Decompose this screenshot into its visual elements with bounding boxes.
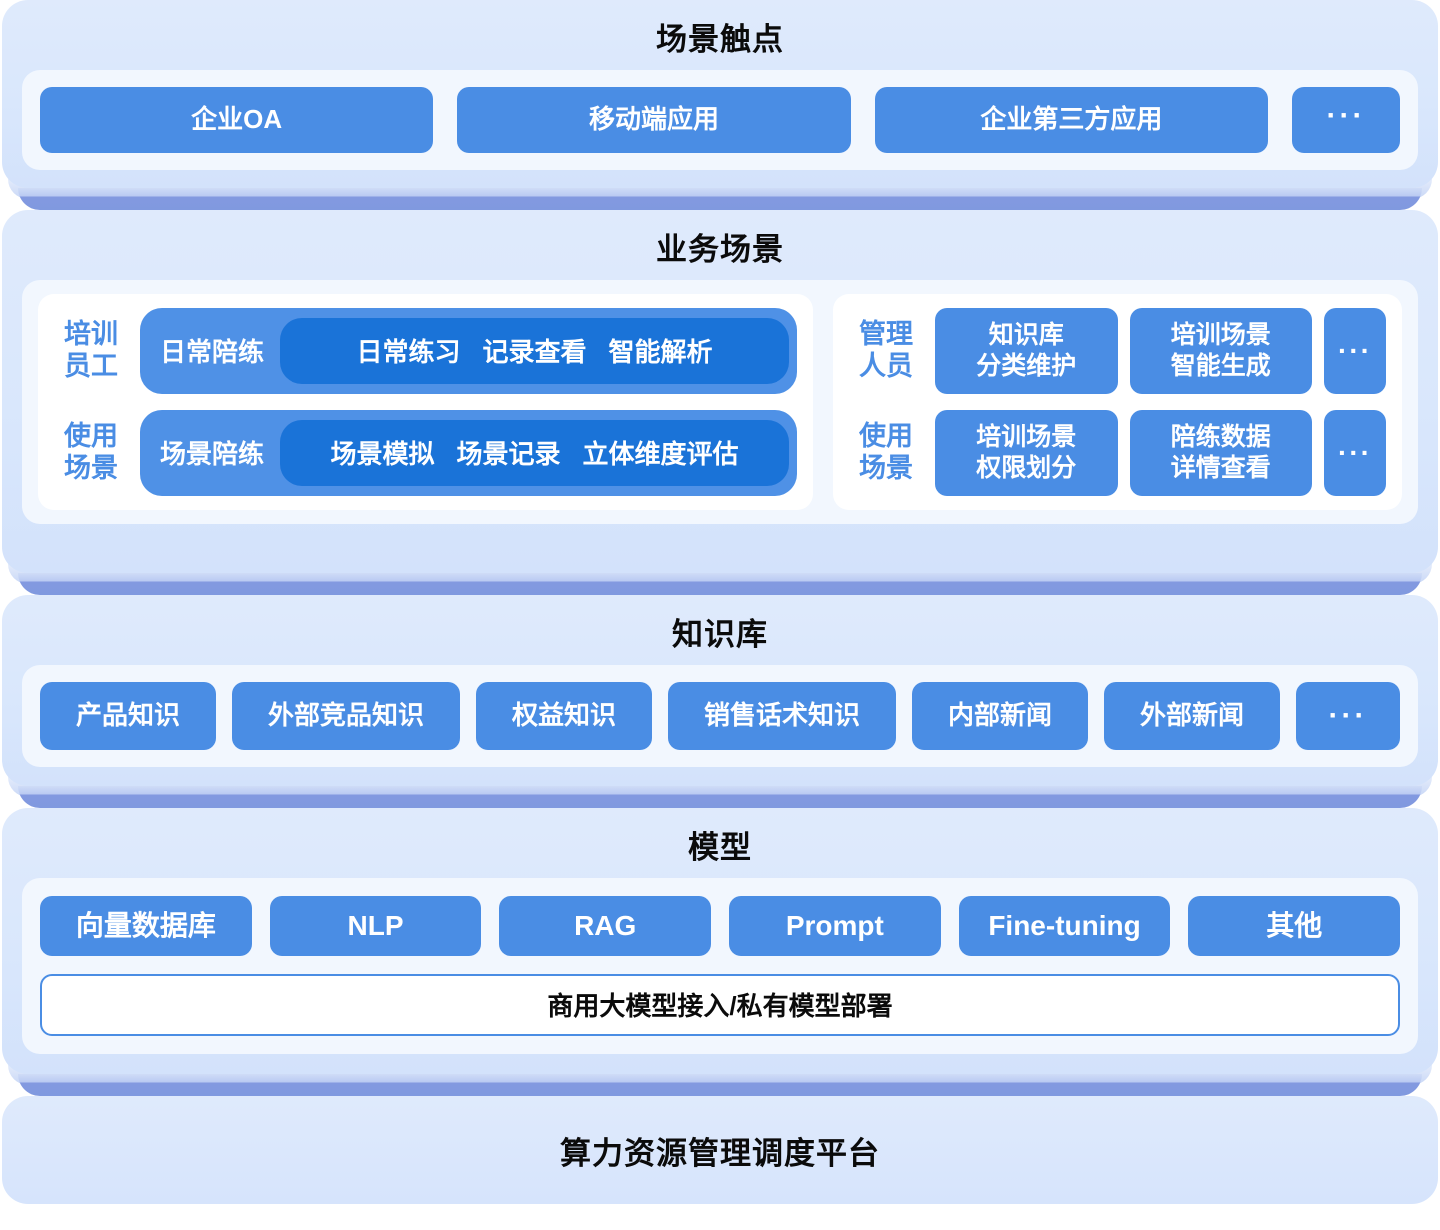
admin-item-more[interactable]: ··· xyxy=(1324,307,1386,394)
layer-slab-edge xyxy=(18,573,1422,595)
layer-slab-edge xyxy=(18,1074,1422,1096)
mini-pill-line2: 权限划分 xyxy=(976,453,1077,482)
layer-knowledge-base: 知识库 产品知识 外部竞品知识 权益知识 销售话术知识 内部新闻 外部新闻 ··… xyxy=(0,595,1440,808)
combo-tag-group: 场景模拟 场景记录 立体维度评估 xyxy=(280,419,789,486)
model-deployment-box[interactable]: 商用大模型接入/私有模型部署 xyxy=(40,973,1400,1036)
touchpoints-row: 企业OA 移动端应用 企业第三方应用 ··· xyxy=(40,86,1400,153)
business-left-card: 培训 员工 日常陪练 日常练习 记录查看 智能解析 xyxy=(38,293,813,510)
touchpoint-item-mobile-app[interactable]: 移动端应用 xyxy=(457,86,851,153)
admin-item-scenario-generation[interactable]: 培训场景 智能生成 xyxy=(1129,307,1312,394)
business-row-usage-scenario: 使用 场景 场景陪练 场景模拟 场景记录 立体维度评估 xyxy=(54,409,797,496)
touchpoints-panel: 场景触点 企业OA 移动端应用 企业第三方应用 ··· xyxy=(2,0,1438,188)
usage-item-coaching-data-detail[interactable]: 陪练数据 详情查看 xyxy=(1129,409,1312,496)
business-row-usage-scenario-right: 使用 场景 培训场景 权限划分 陪练数据 详情查看 ··· xyxy=(849,409,1386,496)
mini-pill-line1: 陪练数据 xyxy=(1170,423,1271,452)
layer-touchpoints: 场景触点 企业OA 移动端应用 企业第三方应用 ··· xyxy=(0,0,1440,210)
page-title-model: 模型 xyxy=(688,830,752,865)
layer-slab-edge xyxy=(18,188,1422,210)
mini-pill-line2: 智能生成 xyxy=(1170,351,1271,380)
model-tech-row: 向量数据库 NLP RAG Prompt Fine-tuning 其他 xyxy=(40,895,1401,956)
knowledge-base-card: 产品知识 外部竞品知识 权益知识 销售话术知识 内部新闻 外部新闻 ··· xyxy=(22,664,1418,767)
business-row-label: 培训 员工 xyxy=(64,318,118,381)
combo-tag[interactable]: 场景记录 xyxy=(456,439,561,470)
mini-pill-line1: 培训场景 xyxy=(976,423,1077,452)
layer-model: 模型 向量数据库 NLP RAG Prompt Fine-tuning 其他 商… xyxy=(0,808,1440,1096)
business-row-admin-staff: 管理 人员 知识库 分类维护 培训场景 智能生成 ··· xyxy=(849,307,1386,394)
kb-item-internal-news[interactable]: 内部新闻 xyxy=(912,681,1088,750)
model-item-nlp[interactable]: NLP xyxy=(269,895,482,956)
model-item-other[interactable]: 其他 xyxy=(1188,895,1401,956)
model-item-fine-tuning[interactable]: Fine-tuning xyxy=(958,895,1171,956)
kb-item-product-knowledge[interactable]: 产品知识 xyxy=(40,681,216,750)
business-right-card: 管理 人员 知识库 分类维护 培训场景 智能生成 ··· xyxy=(833,293,1402,510)
combo-tag[interactable]: 场景模拟 xyxy=(330,439,435,470)
mini-pill-line1: 培训场景 xyxy=(1170,321,1271,350)
business-scenarios-panel: 业务场景 培训 员工 日常陪练 日常练习 记 xyxy=(2,210,1438,573)
layer-business-scenarios: 业务场景 培训 员工 日常陪练 日常练习 记 xyxy=(0,210,1440,595)
model-item-rag[interactable]: RAG xyxy=(499,895,712,956)
business-combo-daily-coaching[interactable]: 日常陪练 日常练习 记录查看 智能解析 xyxy=(140,307,797,394)
combo-head-label: 场景陪练 xyxy=(160,439,265,470)
combo-tag-group: 日常练习 记录查看 智能解析 xyxy=(280,317,789,384)
mini-pill-line2: 详情查看 xyxy=(1170,453,1271,482)
business-row-label: 管理 人员 xyxy=(859,318,913,381)
admin-item-knowledge-category[interactable]: 知识库 分类维护 xyxy=(935,307,1118,394)
page-title-compute-platform: 算力资源管理调度平台 xyxy=(560,1135,880,1171)
touchpoint-item-more[interactable]: ··· xyxy=(1291,86,1400,153)
model-card: 向量数据库 NLP RAG Prompt Fine-tuning 其他 商用大模… xyxy=(22,877,1418,1054)
model-item-prompt[interactable]: Prompt xyxy=(729,895,941,956)
kb-item-competitor-knowledge[interactable]: 外部竞品知识 xyxy=(232,681,460,750)
model-panel: 模型 向量数据库 NLP RAG Prompt Fine-tuning 其他 商… xyxy=(2,808,1438,1074)
business-scenarios-columns: 培训 员工 日常陪练 日常练习 记录查看 智能解析 xyxy=(38,293,1402,510)
compute-platform-panel: 算力资源管理调度平台 xyxy=(2,1096,1438,1204)
mini-pill-line2: 分类维护 xyxy=(976,351,1077,380)
business-left-rows: 培训 员工 日常陪练 日常练习 记录查看 智能解析 xyxy=(54,307,797,496)
kb-item-benefits-knowledge[interactable]: 权益知识 xyxy=(476,681,652,750)
knowledge-base-row: 产品知识 外部竞品知识 权益知识 销售话术知识 内部新闻 外部新闻 ··· xyxy=(40,681,1400,750)
model-item-vector-db[interactable]: 向量数据库 xyxy=(40,895,252,956)
usage-item-scenario-permission[interactable]: 培训场景 权限划分 xyxy=(935,409,1118,496)
knowledge-base-panel: 知识库 产品知识 外部竞品知识 权益知识 销售话术知识 内部新闻 外部新闻 ··… xyxy=(2,595,1438,786)
combo-head-label: 日常陪练 xyxy=(160,337,265,368)
business-row-label: 使用 场景 xyxy=(64,420,118,483)
business-row-training-staff: 培训 员工 日常陪练 日常练习 记录查看 智能解析 xyxy=(54,307,797,394)
kb-item-sales-script-knowledge[interactable]: 销售话术知识 xyxy=(668,681,896,750)
business-combo-scenario-coaching[interactable]: 场景陪练 场景模拟 场景记录 立体维度评估 xyxy=(140,409,797,496)
business-row-label: 使用 场景 xyxy=(859,420,913,483)
layer-slab-edge xyxy=(18,786,1422,808)
touchpoints-card: 企业OA 移动端应用 企业第三方应用 ··· xyxy=(22,69,1418,170)
touchpoint-item-oa[interactable]: 企业OA xyxy=(40,86,434,153)
page-title-touchpoints: 场景触点 xyxy=(656,22,784,57)
combo-tag[interactable]: 立体维度评估 xyxy=(582,439,739,470)
touchpoint-item-third-party-app[interactable]: 企业第三方应用 xyxy=(874,86,1268,153)
combo-tag[interactable]: 智能解析 xyxy=(608,337,713,368)
page-title-knowledge-base: 知识库 xyxy=(672,617,768,652)
combo-tag[interactable]: 记录查看 xyxy=(482,337,587,368)
kb-item-external-news[interactable]: 外部新闻 xyxy=(1104,681,1280,750)
combo-tag[interactable]: 日常练习 xyxy=(356,337,461,368)
business-scenarios-card: 培训 员工 日常陪练 日常练习 记录查看 智能解析 xyxy=(22,279,1418,524)
usage-item-more[interactable]: ··· xyxy=(1324,409,1386,496)
mini-pill-line1: 知识库 xyxy=(988,321,1064,350)
kb-item-more[interactable]: ··· xyxy=(1296,681,1400,750)
business-right-rows: 管理 人员 知识库 分类维护 培训场景 智能生成 ··· xyxy=(849,307,1386,496)
layer-compute-platform: 算力资源管理调度平台 xyxy=(0,1096,1440,1216)
page-title-business-scenarios: 业务场景 xyxy=(656,232,784,267)
